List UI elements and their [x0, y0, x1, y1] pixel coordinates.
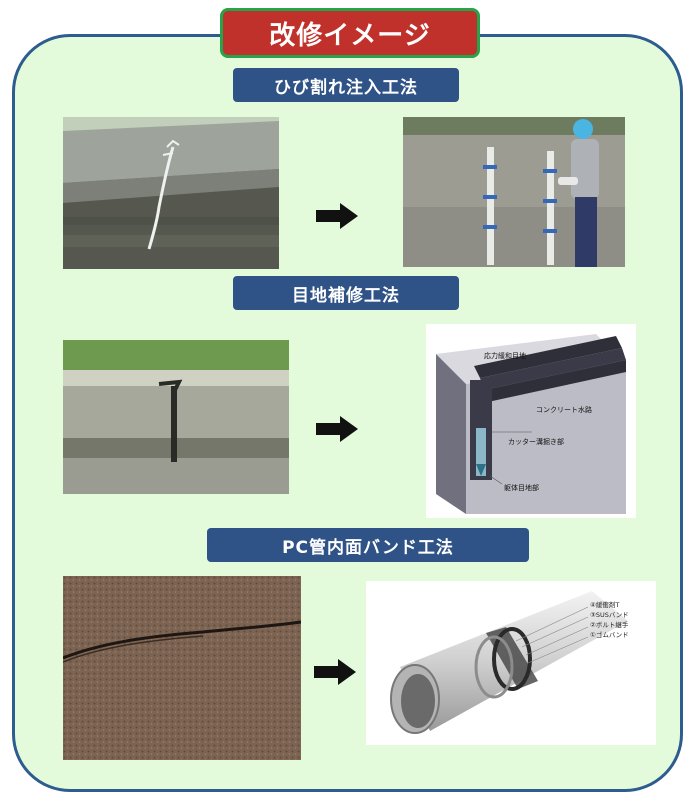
photo-joint-before: [63, 340, 289, 494]
section-label-joint-repair: 目地補修工法: [233, 276, 459, 310]
section-label-crack-injection: ひび割れ注入工法: [233, 68, 459, 102]
diagram-label-concrete-channel: コンクリート水路: [536, 405, 592, 414]
band-label-rubber-band: ①ゴムバンド: [590, 630, 629, 639]
pc-pipe-band-diagram: ④緩衝剤T ③SUSバンド ②ボルト継手 ①ゴムバンド: [366, 581, 656, 745]
joint-repair-diagram: 応力緩和目地 コンクリート水路 カッター溝掘き部 躯体目地部: [426, 324, 636, 518]
photo-crack-after: [403, 117, 625, 267]
section-label-pc-pipe-band: PC管内面バンド工法: [207, 528, 529, 562]
page-title: 改修イメージ: [220, 8, 480, 58]
diagram-label-cutter-groove: カッター溝掘き部: [508, 437, 564, 446]
band-label-sus-band: ③SUSバンド: [590, 611, 629, 619]
photo-crack-before: [63, 117, 279, 269]
arrow-right-icon: [316, 416, 358, 442]
diagram-label-stress-relief-joint: 応力緩和目地: [484, 351, 526, 360]
band-label-buffer: ④緩衝剤T: [590, 600, 619, 609]
band-label-bolt-joint: ②ボルト継手: [590, 620, 629, 629]
arrow-right-icon: [316, 203, 358, 229]
diagram-label-body-joint: 躯体目地部: [504, 483, 539, 492]
arrow-right-icon: [314, 659, 356, 685]
photo-pipe-crack-before: [63, 576, 301, 760]
